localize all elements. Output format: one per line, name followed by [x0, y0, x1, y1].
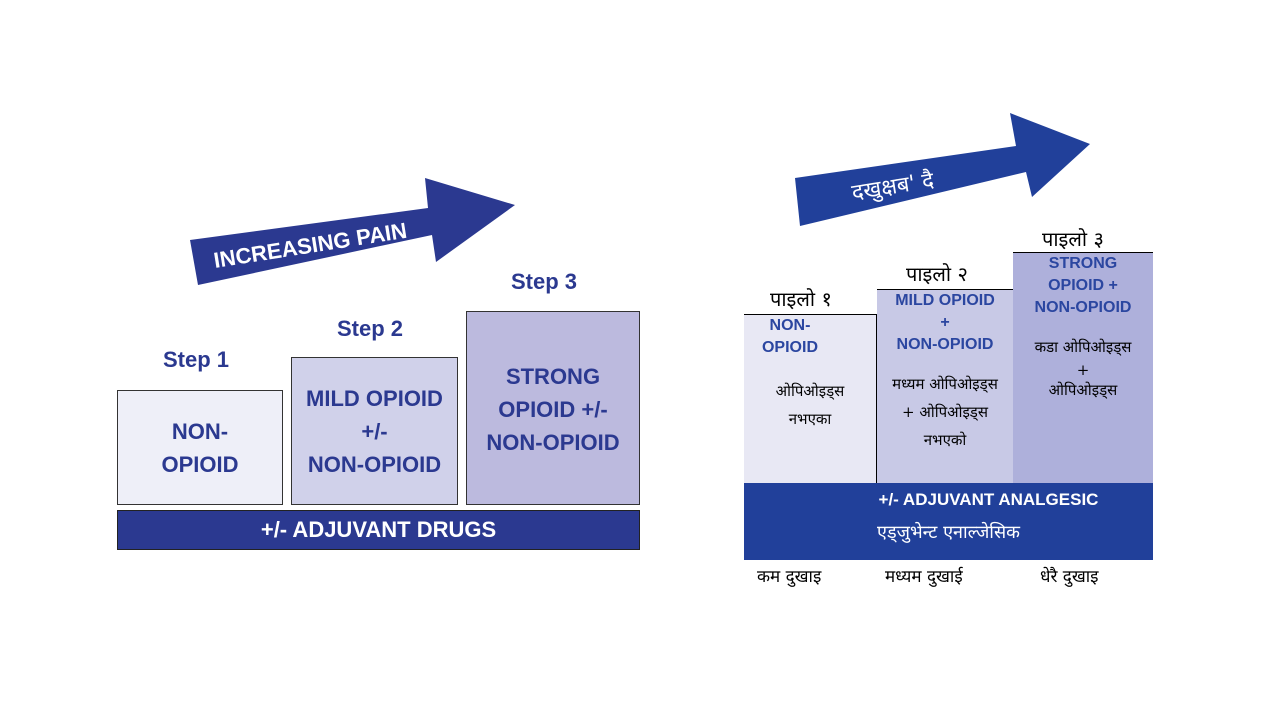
step-3-title: पाइलो ३ — [1042, 227, 1104, 251]
step-2-title: Step 2 — [337, 316, 404, 341]
step-nepali: नभएको — [923, 431, 967, 449]
pain-level-moderate: मध्यम दुखाई — [885, 567, 963, 587]
step-1-title: Step 1 — [163, 347, 230, 372]
pain-level-low: कम दुखाइ — [757, 567, 822, 587]
step-text: OPIOID + — [1048, 277, 1118, 294]
step-text: MILD OPIOID — [895, 292, 995, 309]
step-nepali: कडा ओपिओइड्स — [1034, 338, 1132, 356]
step-3-box: STRONG OPIOID + NON-OPIOID कडा ओपिओइड्स … — [1013, 252, 1153, 484]
step-1-box: NON- OPIOID — [117, 390, 283, 505]
increasing-pain-arrow: INCREASING PAIN — [190, 178, 515, 285]
step-text: +/- — [361, 418, 388, 444]
step-text: NON- — [171, 418, 229, 444]
step-nepali: मध्यम ओपिओइड्स — [892, 375, 998, 393]
step-text: STRONG — [1048, 255, 1118, 272]
step-text: NON-OPIOID — [307, 451, 442, 477]
step-nepali: + — [1076, 361, 1090, 379]
step-3-title: Step 3 — [511, 269, 578, 294]
step-nepali: नभएका — [788, 410, 832, 428]
step-nepali: ओपिओइड्स — [775, 382, 845, 400]
step-2-box: MILD OPIOID +/- NON-OPIOID — [291, 357, 458, 505]
nepali-pain-arrow: दखुक्षब' दै — [795, 113, 1090, 226]
step-text: MILD OPIOID — [306, 385, 443, 411]
step-text: OPIOID +/- — [498, 397, 608, 422]
step-3-box: STRONG OPIOID +/- NON-OPIOID — [466, 311, 640, 505]
band-label: +/- ADJUVANT DRUGS — [260, 517, 497, 542]
pain-level-high: धेरै दुखाइ — [1040, 567, 1099, 587]
adjuvant-analgesic-band: +/- ADJUVANT ANALGESIC एड्जुभेन्ट एनाल्ज… — [744, 483, 1153, 560]
step-text: NON-OPIOID — [486, 430, 620, 455]
step-nepali: ओपिओइड्स — [1048, 381, 1118, 399]
step-text: STRONG — [505, 364, 601, 389]
step-text: NON- — [769, 317, 811, 334]
step-text: + — [940, 314, 950, 331]
step-2-box: MILD OPIOID + NON-OPIOID मध्यम ओपिओइड्स … — [877, 289, 1013, 484]
step-2-title: पाइलो २ — [906, 262, 968, 286]
band-label: +/- ADJUVANT ANALGESIC — [878, 490, 1099, 509]
step-text: NON-OPIOID — [896, 336, 994, 353]
step-1-title: पाइलो १ — [770, 287, 832, 311]
step-1-box: NON- OPIOID ओपिओइड्स नभएका — [744, 314, 877, 484]
adjuvant-drugs-band: +/- ADJUVANT DRUGS — [117, 510, 640, 550]
step-text: NON-OPIOID — [1034, 299, 1132, 316]
step-text: OPIOID — [161, 451, 239, 477]
step-nepali: + ओपिओइड्स — [902, 403, 988, 421]
band-nepali-label: एड्जुभेन्ट एनाल्जेसिक — [877, 522, 1020, 543]
step-text: OPIOID — [761, 339, 818, 356]
